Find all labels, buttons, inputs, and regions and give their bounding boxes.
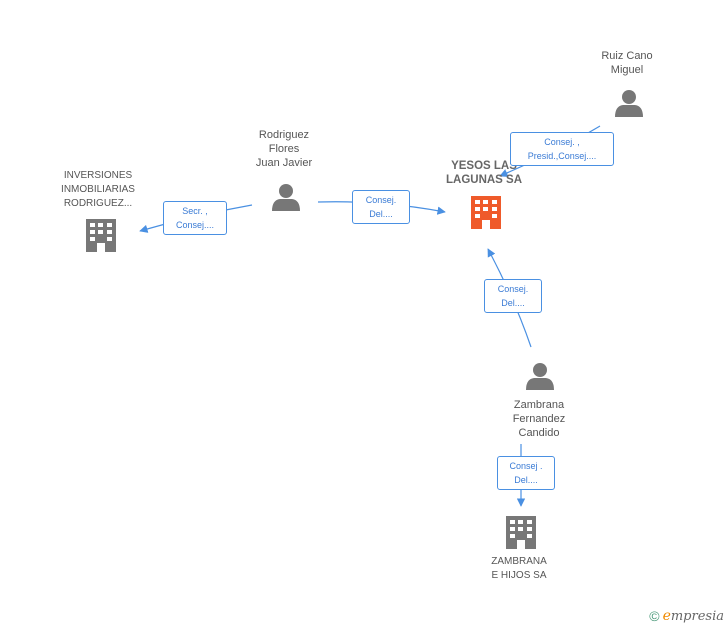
- person-label-rodriguez[interactable]: Rodriguez Flores Juan Javier: [255, 129, 313, 169]
- relation-box-zambrana-yesos[interactable]: Consej. Del....: [484, 279, 542, 313]
- building-icon[interactable]: [86, 219, 116, 252]
- relation-box-rodriguez-yesos[interactable]: Consej. Del....: [352, 190, 410, 224]
- relation-box-ruiz-yesos[interactable]: Consej. , Presid.,Consej....: [510, 132, 614, 166]
- company-label-inversiones[interactable]: INVERSIONES INMOBILIARIAS RODRIGUEZ...: [61, 170, 135, 209]
- copyright-icon: ©: [649, 608, 660, 624]
- person-icon[interactable]: [526, 363, 554, 390]
- person-icon[interactable]: [272, 184, 300, 211]
- company-label-yesos[interactable]: YESOS LAS LAGUNAS SA: [445, 160, 523, 186]
- company-label-zambrana[interactable]: ZAMBRANA E HIJOS SA: [491, 556, 547, 581]
- relation-box-zambrana-company[interactable]: Consej . Del....: [497, 456, 555, 490]
- person-label-zambrana[interactable]: Zambrana Fernandez Candido: [512, 399, 566, 439]
- person-label-ruiz[interactable]: Ruiz Cano Miguel: [601, 50, 653, 76]
- building-icon[interactable]: [471, 196, 501, 229]
- relation-box-rodriguez-inversiones[interactable]: Secr. , Consej....: [163, 201, 227, 235]
- empresia-logo: © empresia: [649, 608, 724, 624]
- person-icon[interactable]: [615, 90, 643, 117]
- building-icon[interactable]: [506, 516, 536, 549]
